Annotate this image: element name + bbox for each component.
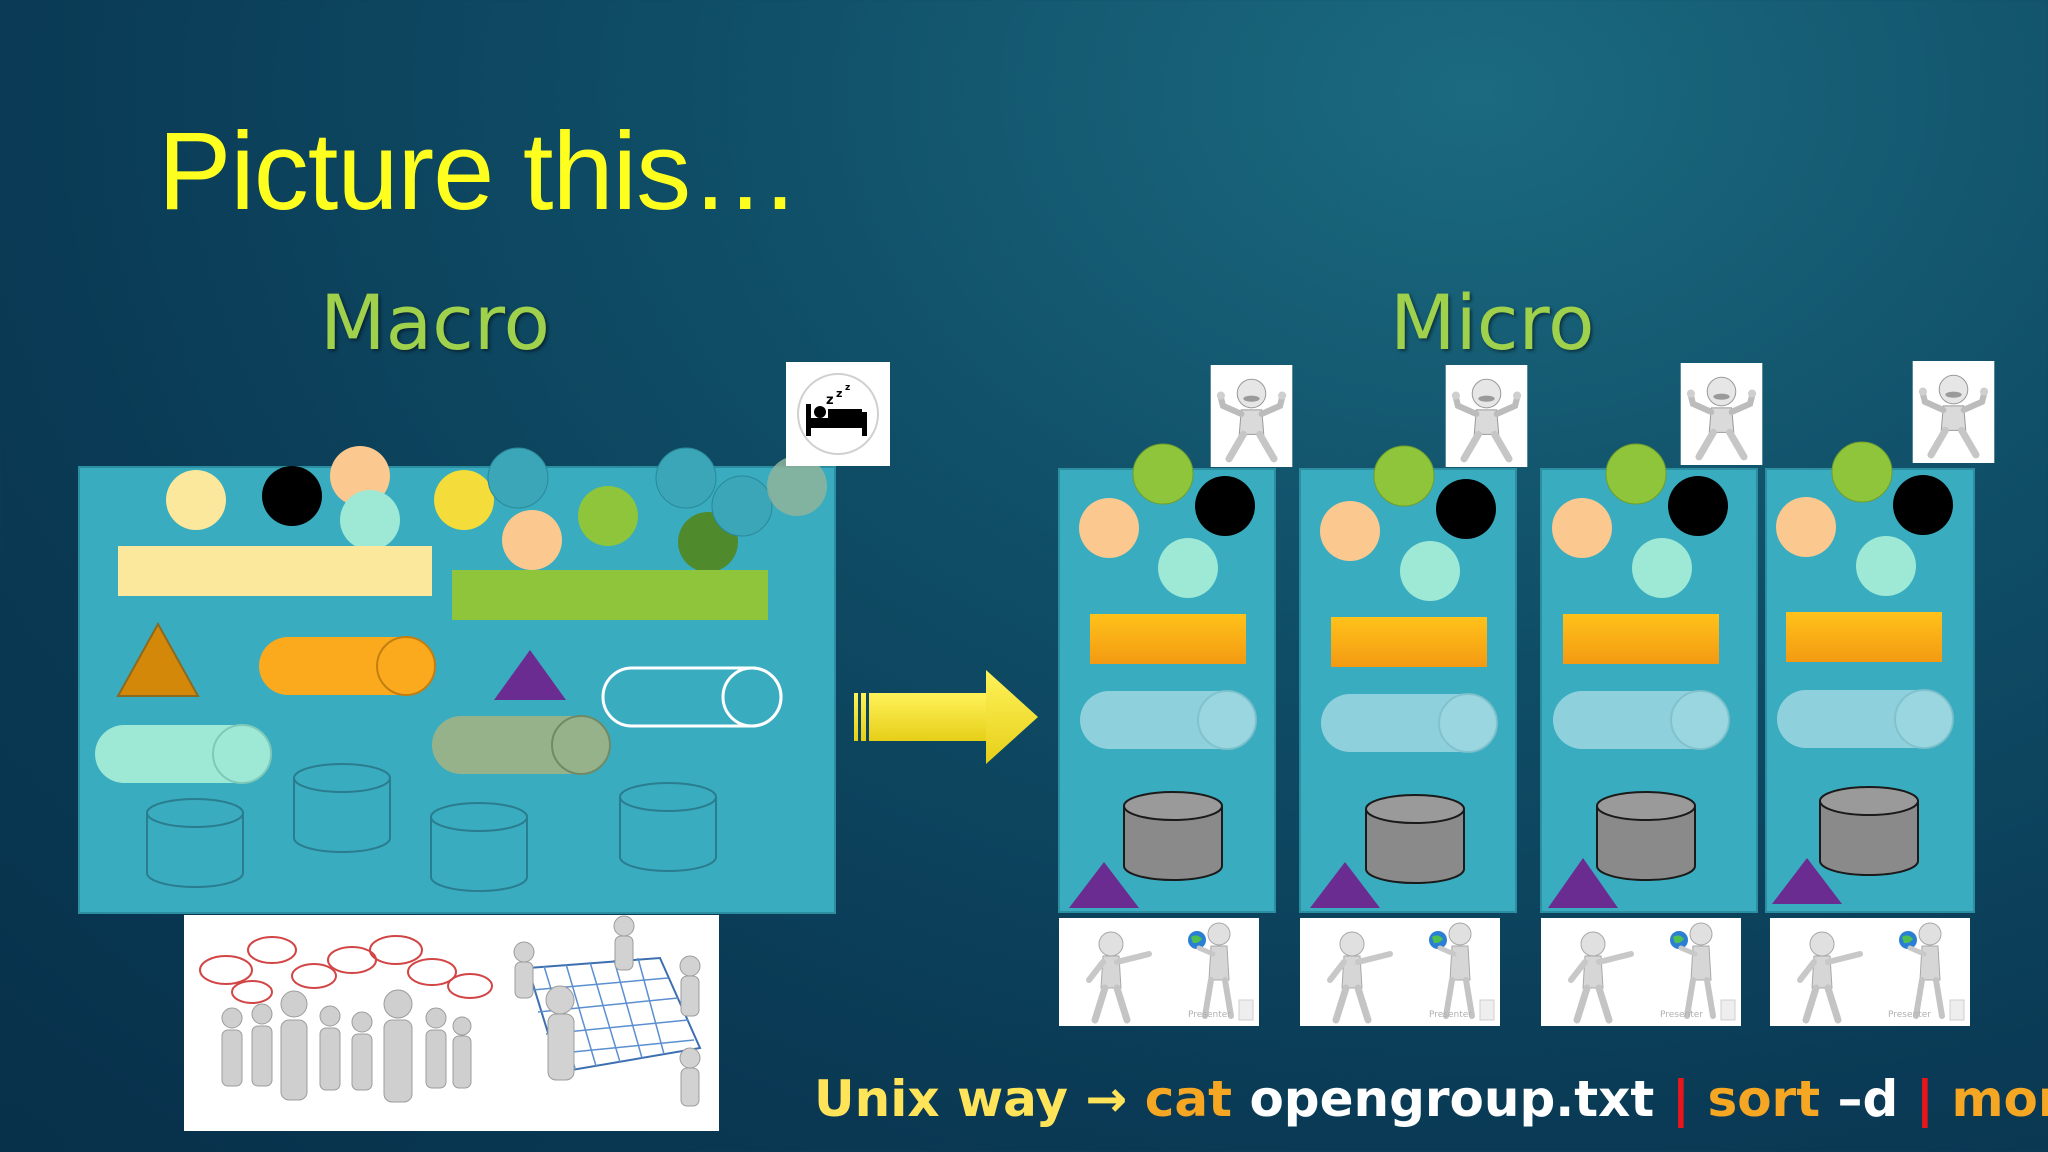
- presenter-caption: Presenter: [1429, 1010, 1472, 1020]
- sage-circle: [767, 456, 827, 516]
- peach-circle: [502, 510, 562, 570]
- sort-command: sort: [1707, 1070, 1821, 1128]
- unix-arrow: →: [1085, 1070, 1128, 1128]
- people-collaboration-image: [184, 915, 719, 1131]
- cream-bar: [118, 546, 432, 596]
- sage-pill: [432, 715, 611, 775]
- teal-circle: [655, 447, 717, 509]
- unix-way-label: Unix way: [814, 1070, 1068, 1128]
- microservice-column: [1540, 443, 1758, 913]
- pipe-symbol: |: [1671, 1070, 1691, 1128]
- teal-circle: [711, 475, 773, 537]
- microservice-column: [1765, 441, 1975, 913]
- unix-pipeline-caption: Unix way → cat opengroup.txt | sort –d |…: [814, 1070, 2048, 1128]
- black-circle: [262, 466, 322, 526]
- presenter-caption: Presenter: [1660, 1010, 1703, 1020]
- slide-title: Picture this…: [158, 110, 800, 233]
- yellow-circle: [434, 470, 494, 530]
- people-speech-bubbles-icon: [199, 935, 493, 1004]
- green-circle: [578, 486, 638, 546]
- people-holding-net-icon: [513, 915, 702, 1107]
- macro-monolith-panel: [78, 446, 836, 914]
- macro-heading: Macro: [320, 278, 551, 367]
- svg-text:z: z: [836, 387, 842, 400]
- outline-pill: [601, 666, 783, 728]
- database-outline: [146, 763, 717, 892]
- svg-text:z: z: [826, 393, 834, 408]
- sleeping-bed-icon: z z z: [786, 362, 890, 466]
- microservice-column: [1058, 443, 1276, 913]
- presenter-caption: Presenter: [1888, 1010, 1931, 1020]
- mint-pill: [95, 724, 272, 784]
- file-name: opengroup.txt: [1249, 1070, 1655, 1128]
- purple-triangle: [494, 650, 566, 700]
- sort-flag: –d: [1837, 1070, 1899, 1128]
- micro-heading: Micro: [1390, 278, 1595, 367]
- presenter-caption: Presenter: [1188, 1010, 1231, 1020]
- more-command: more: [1951, 1070, 2048, 1128]
- mint-circle: [340, 490, 400, 550]
- svg-text:z: z: [845, 383, 850, 393]
- orange-pill: [259, 636, 436, 696]
- cream-circle: [166, 470, 226, 530]
- microservice-column: [1299, 445, 1517, 913]
- pipe-symbol: |: [1915, 1070, 1935, 1128]
- arrow-right-icon: [854, 670, 1038, 764]
- cat-command: cat: [1144, 1070, 1233, 1128]
- teal-circle: [487, 447, 549, 509]
- orange-triangle: [116, 621, 200, 697]
- green-bar: [452, 570, 768, 620]
